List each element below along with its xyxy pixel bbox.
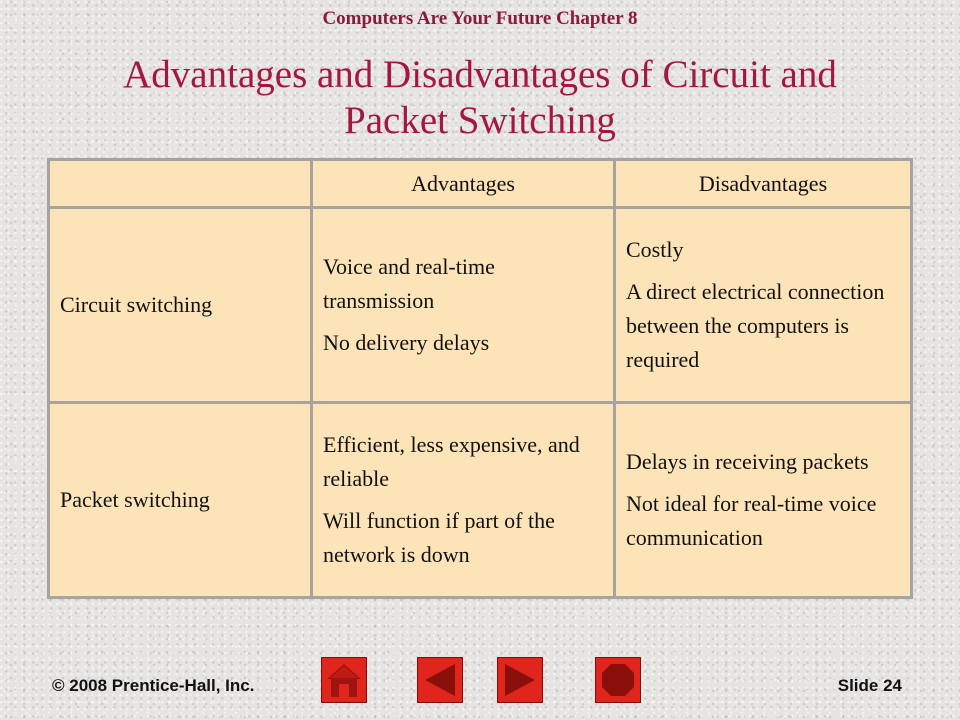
cell-item: Voice and real-time transmission [323,254,495,313]
cell-item: Not ideal for real-time voice communicat… [626,491,877,550]
slide-title-line-1: Advantages and Disadvantages of Circuit … [123,53,837,96]
copyright-text: © 2008 Prentice-Hall, Inc. [52,676,255,695]
stop-icon [602,664,634,696]
column-header-advantages: Advantages [310,158,616,209]
cell-item: No delivery delays [323,330,490,355]
cell-item: A direct electrical connection between t… [626,279,885,372]
next-icon [505,664,535,696]
comparison-table: Advantages Disadvantages Circuit switchi… [47,158,913,599]
table-row: Circuit switching Voice and real-time tr… [47,206,913,404]
chapter-header: Computers Are Your Future Chapter 8 [322,8,638,29]
home-icon [327,664,361,697]
slide-number: Slide 24 [837,676,902,695]
cell-item: Will function if part of the network is … [323,508,555,567]
next-slide-button[interactable] [497,657,543,703]
stop-button[interactable] [595,657,641,703]
row-label-packet-switching: Packet switching [47,401,313,599]
cell-item: Costly [626,237,684,262]
previous-icon [425,664,455,696]
advantages-cell: Efficient, less expensive, and reliable … [310,401,616,599]
table-header-empty [47,158,313,209]
home-button[interactable] [321,657,367,703]
disadvantages-cell: Delays in receiving packets Not ideal fo… [613,401,913,599]
cell-item: Efficient, less expensive, and reliable [323,432,580,491]
previous-slide-button[interactable] [417,657,463,703]
table-header-row: Advantages Disadvantages [47,158,913,209]
column-header-disadvantages: Disadvantages [613,158,913,209]
slide-title-line-2: Packet Switching [344,99,616,142]
cell-item: Delays in receiving packets [626,449,869,474]
table-row: Packet switching Efficient, less expensi… [47,401,913,599]
slide-title: Advantages and Disadvantages of Circuit … [60,52,900,144]
disadvantages-cell: Costly A direct electrical connection be… [613,206,913,404]
row-label-circuit-switching: Circuit switching [47,206,313,404]
advantages-cell: Voice and real-time transmission No deli… [310,206,616,404]
